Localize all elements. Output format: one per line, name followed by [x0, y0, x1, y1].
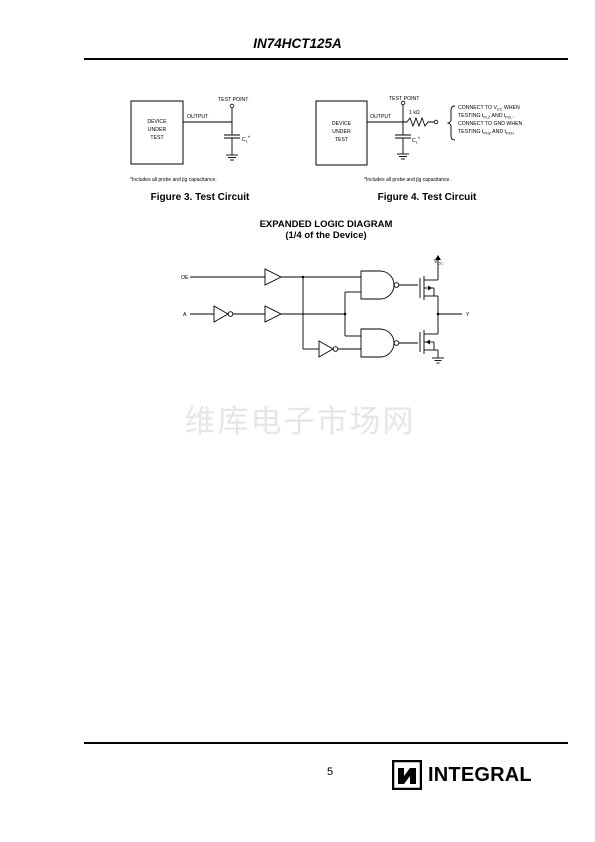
ground-icon: [397, 153, 409, 160]
resistor-icon: [406, 116, 434, 128]
figure-3-caption: Figure 3. Test Circuit: [150, 192, 250, 203]
device-label-line: UNDER: [332, 129, 351, 135]
buffer-icon: [264, 305, 283, 323]
nand-gate-icon: [360, 270, 395, 300]
oe-input-label: OE: [181, 275, 189, 281]
a-input-label: A: [183, 312, 187, 318]
cl-label: CL*: [242, 136, 250, 144]
connect-line: TESTING tPHZ AND tPZH: [458, 129, 514, 136]
footer-rule: [84, 742, 568, 744]
brand-name: INTEGRAL: [428, 763, 532, 786]
device-box: [130, 100, 184, 165]
test-point-icon: [229, 103, 235, 109]
buffer-icon: [264, 268, 283, 286]
connect-line: CONNECT TO GND WHEN: [458, 121, 523, 127]
integral-logo-icon: [392, 760, 422, 790]
cl-label: CL*: [412, 137, 420, 145]
logic-diagram-heading: EXPANDED LOGIC DIAGRAM: [259, 219, 393, 230]
device-label-line: TEST: [335, 137, 349, 143]
figure-3-test-circuit: DEVICE UNDER TEST OUTPUT TEST POINT CL* …: [130, 97, 250, 183]
connect-line: CONNECT TO VCC WHEN: [458, 105, 520, 112]
device-box: [315, 100, 368, 166]
inverter-bubble-icon: [332, 346, 339, 352]
test-point-label: TEST POINT: [218, 97, 249, 103]
figure-4-caption: Figure 4. Test Circuit: [377, 192, 477, 203]
device-label-line: TEST: [150, 135, 164, 141]
figure-4-test-circuit: DEVICE UNDER TEST OUTPUT TEST POINT 1 kΩ…: [315, 96, 523, 183]
expanded-logic-diagram: OE A Y VCC: [181, 255, 470, 364]
vcc-label: VCC: [434, 259, 443, 266]
brand-logo: INTEGRAL: [392, 760, 532, 790]
page-number: 5: [326, 766, 334, 778]
y-output-label: Y: [466, 312, 470, 318]
header-rule: [84, 58, 568, 60]
output-label: OUTPUT: [370, 114, 392, 120]
device-label-line: UNDER: [148, 127, 167, 133]
resistor-label: 1 kΩ: [409, 110, 420, 116]
nand-bubble-icon: [393, 340, 400, 346]
inverter-icon: [318, 340, 334, 358]
device-label-line: DEVICE: [147, 119, 167, 125]
document-title: IN74HCT125A: [253, 36, 342, 51]
inverter-icon: [213, 305, 229, 323]
output-label: OUTPUT: [187, 114, 209, 120]
device-label-line: DEVICE: [332, 121, 352, 127]
test-point-label: TEST POINT: [389, 96, 420, 102]
logic-diagram-subheading: (1/4 of the Device): [285, 230, 367, 241]
test-point-icon: [400, 100, 406, 106]
connect-line: TESTING tPLZ AND tPZL.: [458, 113, 514, 120]
ground-icon: [226, 154, 238, 161]
nand-bubble-icon: [393, 282, 400, 288]
figure-3-footnote: *Includes all probe and jig capacitance.: [130, 177, 217, 183]
figure-4-footnote: *Includes all probe and jig capacitance.: [364, 177, 451, 183]
watermark: 维库电子市场网: [184, 404, 416, 440]
nand-gate-icon: [360, 328, 395, 358]
inverter-bubble-icon: [227, 311, 234, 317]
brace-icon: [446, 105, 456, 141]
